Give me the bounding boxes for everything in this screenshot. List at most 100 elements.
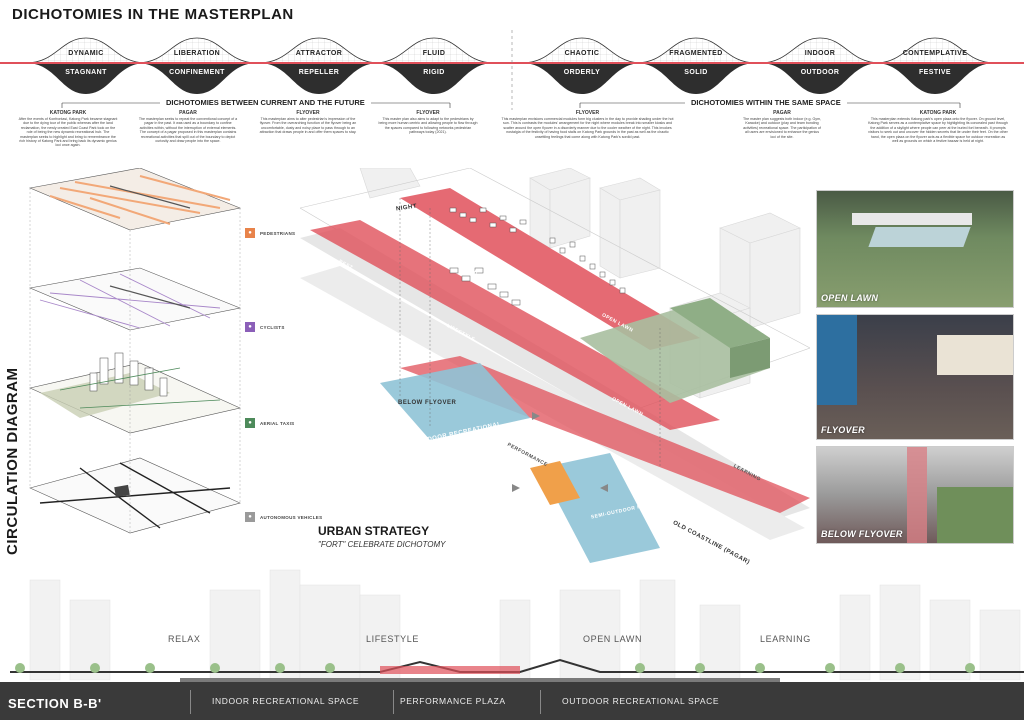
car-icon: ● bbox=[245, 512, 255, 522]
wave-trough bbox=[760, 63, 880, 94]
green-building-top bbox=[670, 298, 770, 348]
wave-crest bbox=[521, 37, 643, 64]
wave-crest bbox=[25, 37, 147, 64]
skyline-zone-label: LEARNING bbox=[760, 634, 811, 644]
katong-park-green bbox=[580, 308, 770, 403]
zone-indoor: INDOOR RECREATIONAL SPACE bbox=[212, 696, 360, 706]
circulation-title: CIRCULATION DIAGRAM bbox=[4, 367, 21, 555]
strategy-subtitle: "FORT" CELEBRATE DICHOTOMY bbox=[318, 540, 446, 549]
legend-item: ● CYCLISTS bbox=[245, 322, 285, 332]
layer-aerial-taxis bbox=[29, 352, 241, 434]
dichotomy-top-label: FRAGMENTED bbox=[669, 50, 723, 57]
banner-current-future: DICHOTOMIES BETWEEN CURRENT AND THE FUTU… bbox=[160, 98, 371, 108]
column-heading: FLYOVER bbox=[296, 110, 320, 116]
legend-item: ● AERIAL TAXIS bbox=[245, 418, 294, 428]
legend-item: ● PEDESTRIANS bbox=[245, 228, 295, 238]
skyline-zone-label: LIFESTYLE bbox=[366, 634, 419, 644]
skyline-zone-label: RELAX bbox=[168, 634, 201, 644]
dichotomy-bottom-label: ORDERLY bbox=[563, 69, 601, 76]
indoor-rec-zone bbox=[380, 363, 530, 440]
dichotomy-bottom-label: STAGNANT bbox=[65, 69, 107, 76]
skyline-zone-label: OPEN LAWN bbox=[583, 634, 643, 644]
wave-crest bbox=[759, 37, 881, 64]
legend-item: ● AUTONOMOUS VEHICLES bbox=[245, 512, 322, 522]
column-heading: KATONG PARK bbox=[919, 110, 957, 116]
photo-flyover: FLYOVER bbox=[816, 314, 1014, 440]
section-title: SECTION B-B' bbox=[8, 696, 102, 711]
column-text: This masterplan extends Katong park's op… bbox=[868, 117, 1008, 144]
legend-label: AERIAL TAXIS bbox=[260, 420, 295, 426]
wave-trough bbox=[875, 63, 995, 94]
legend-label: AUTONOMOUS VEHICLES bbox=[260, 514, 323, 520]
dichotomy-top-label: CONTEMPLATIVE bbox=[902, 50, 968, 57]
wave-trough bbox=[137, 63, 257, 94]
column-text: The masterplan seeks to repeat the conve… bbox=[138, 117, 238, 144]
column-heading: PAGAR bbox=[179, 110, 197, 116]
wave-crest bbox=[635, 37, 757, 64]
column-text: After the events of Konfrontasi, Katong … bbox=[18, 117, 118, 148]
page-title: DICHOTOMIES IN THE MASTERPLAN bbox=[12, 6, 294, 23]
flow-arrows bbox=[512, 412, 608, 492]
performance-zone bbox=[530, 461, 580, 505]
column-text: This masterplan aims to alter pedestrian… bbox=[259, 117, 357, 135]
zone-performance: PERFORMANCE PLAZA bbox=[400, 696, 506, 706]
legend-label: PEDESTRIANS bbox=[260, 230, 296, 236]
section-bar bbox=[0, 682, 1024, 720]
bicycle-icon: ● bbox=[245, 322, 255, 332]
column-text: This masterplan envisions commercial mod… bbox=[501, 117, 674, 139]
zone-separator bbox=[393, 690, 394, 714]
zone-separator bbox=[540, 690, 541, 714]
day-lifestyle-band bbox=[310, 220, 720, 430]
walking-icon: ● bbox=[245, 228, 255, 238]
axonometric-plan bbox=[300, 168, 810, 563]
wave-crest bbox=[136, 37, 258, 64]
section-skyline bbox=[10, 569, 1024, 684]
photo-label-open-lawn: OPEN LAWN bbox=[821, 293, 879, 303]
wave-trough bbox=[522, 63, 642, 94]
dichotomy-top-label: ATTRACTOR bbox=[295, 50, 343, 57]
column-heading: KATONG PARK bbox=[49, 110, 87, 116]
wave-crest bbox=[874, 37, 996, 64]
dichotomy-top-label: FLUID bbox=[422, 50, 446, 57]
wave-crest bbox=[373, 37, 495, 64]
wave-crest bbox=[258, 37, 380, 64]
night-bazaar-band bbox=[400, 188, 700, 350]
banner-lines bbox=[61, 102, 961, 108]
dichotomy-bottom-label: RIGID bbox=[423, 69, 445, 76]
wave-trough bbox=[259, 63, 379, 94]
circulation-layers bbox=[28, 168, 242, 534]
dichotomy-top-label: LIBERATION bbox=[173, 50, 221, 57]
layer-autonomous bbox=[29, 457, 241, 534]
zone-separator bbox=[190, 690, 191, 714]
label-below-flyover-a: BELOW FLYOVER bbox=[398, 400, 457, 406]
dichotomy-top-label: INDOOR bbox=[804, 50, 836, 57]
column-heading: FLYOVER bbox=[575, 110, 600, 116]
column-text: The master plan suggests both indoor (e.… bbox=[742, 117, 822, 139]
dichotomy-wave-diagram bbox=[0, 30, 1024, 110]
wave-trough bbox=[26, 63, 146, 94]
modules bbox=[449, 207, 626, 306]
layer-pedestrians bbox=[28, 168, 242, 231]
column-text: This master plan also aims to adapt to t… bbox=[378, 117, 478, 135]
column-heading: PAGAR bbox=[773, 110, 791, 116]
dichotomy-bottom-label: FESTIVE bbox=[919, 69, 951, 76]
photo-label-flyover: FLYOVER bbox=[821, 425, 865, 435]
dichotomy-top-label: DYNAMIC bbox=[68, 50, 104, 57]
legend-label: CYCLISTS bbox=[260, 324, 285, 330]
layer-cyclists bbox=[28, 267, 242, 331]
wave-trough bbox=[636, 63, 756, 94]
dichotomy-bottom-label: REPELLER bbox=[298, 69, 340, 76]
column-heading: FLYOVER bbox=[416, 110, 440, 116]
dichotomy-bottom-label: SOLID bbox=[684, 69, 708, 76]
photo-label-below-flyover: BELOW FLYOVER bbox=[821, 529, 903, 539]
strategy-title: URBAN STRATEGY bbox=[318, 524, 430, 538]
dichotomy-bottom-label: OUTDOOR bbox=[800, 69, 840, 76]
dichotomy-top-label: CHAOTIC bbox=[564, 50, 600, 57]
zone-outdoor: OUTDOOR RECREATIONAL SPACE bbox=[562, 696, 720, 706]
wave-trough bbox=[374, 63, 494, 94]
photo-open-lawn: OPEN LAWN bbox=[816, 190, 1014, 308]
aerial-taxi-icon: ● bbox=[245, 418, 255, 428]
banner-same-space: DICHOTOMIES WITHIN THE SAME SPACE bbox=[685, 98, 847, 108]
photo-below-flyover: BELOW FLYOVER bbox=[816, 446, 1014, 544]
dichotomy-bottom-label: CONFINEMENT bbox=[169, 69, 225, 76]
